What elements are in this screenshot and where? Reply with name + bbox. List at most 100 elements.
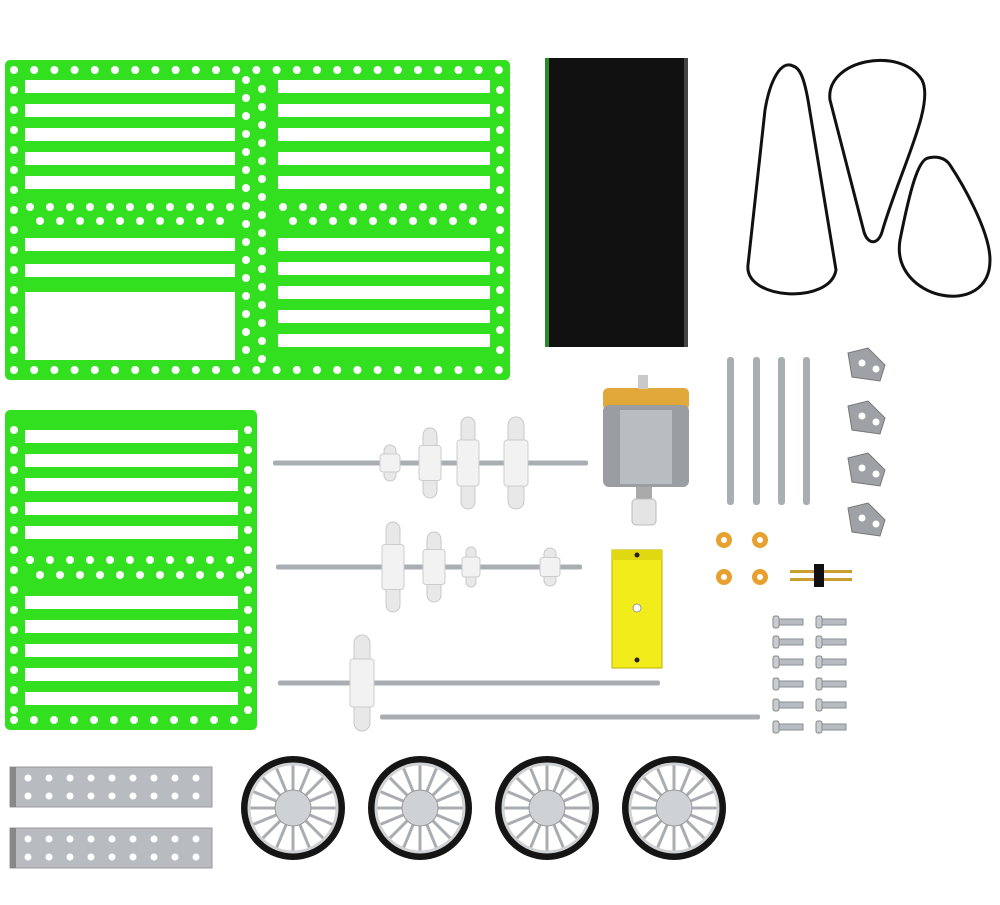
plate-hole <box>10 526 18 534</box>
plate-hole <box>494 66 503 74</box>
plate-hole <box>242 184 250 192</box>
plate-slot <box>278 104 490 117</box>
plate-hole <box>258 85 266 93</box>
screw-thread <box>778 723 804 731</box>
plate-hole <box>496 226 504 234</box>
plate-hole <box>10 716 18 724</box>
plate-hole <box>496 166 504 174</box>
plate-hole <box>10 586 18 594</box>
screw-head <box>772 698 780 712</box>
wheel-rim <box>247 762 339 854</box>
plate-hole <box>258 301 266 309</box>
plate-hole <box>226 203 234 211</box>
plate-hole <box>258 229 266 237</box>
plate-hole <box>116 217 124 225</box>
plate-hole <box>242 256 250 264</box>
angle-bracket <box>847 347 886 382</box>
plate-hole <box>146 203 154 211</box>
plate-slot <box>278 238 490 251</box>
plate-hole <box>494 366 503 374</box>
plate-hole <box>166 556 174 564</box>
wheel-spoke <box>557 818 580 841</box>
plate-hole <box>10 66 18 74</box>
plate-hole <box>86 556 94 564</box>
wheel-spoke <box>684 775 707 798</box>
plate-hole <box>333 66 342 74</box>
plate-hole <box>454 366 463 374</box>
plate-slot <box>278 176 490 189</box>
plate-hole <box>10 426 18 434</box>
plate-hole <box>496 306 504 314</box>
plate-hole <box>10 126 18 134</box>
plate-hole <box>242 220 250 228</box>
wheel-spoke <box>401 766 416 794</box>
plate-hole <box>319 203 327 211</box>
plate-hole <box>10 566 18 574</box>
plate-hole <box>10 546 18 554</box>
strip-edge <box>10 828 16 868</box>
plate-hole <box>106 556 114 564</box>
screw-thread <box>821 701 847 709</box>
strip-body <box>9 827 213 869</box>
bracket-body <box>847 347 886 382</box>
plate-hole <box>10 146 18 154</box>
plate-hole <box>216 571 224 579</box>
plate-hole <box>10 706 18 714</box>
metal-rod <box>727 357 734 505</box>
plate-slot <box>25 668 238 681</box>
plate-hole <box>279 203 287 211</box>
wheel-spoke <box>251 812 279 827</box>
plate-hole <box>206 556 214 564</box>
plate-hole <box>244 506 252 514</box>
plate-hole <box>479 203 487 211</box>
plate-hole <box>116 571 124 579</box>
plate-hole <box>111 66 119 74</box>
strip-hole <box>45 792 53 800</box>
screw <box>815 635 847 649</box>
plate-hole <box>272 366 281 374</box>
wheel-spoke <box>505 812 533 827</box>
axle-assembly <box>276 521 582 613</box>
plate-hole <box>258 175 266 183</box>
plate-hole <box>373 366 382 374</box>
strip-hole <box>87 774 95 782</box>
wheel-rim <box>374 762 466 854</box>
plate-hole <box>90 66 99 74</box>
bracket-body <box>847 400 886 435</box>
plate-hole <box>46 203 54 211</box>
plate-hole <box>258 355 266 363</box>
plate-hole <box>258 157 266 165</box>
plate-hole <box>212 66 220 74</box>
strip-edge <box>10 767 16 807</box>
plate-hole <box>96 571 104 579</box>
pulley-hub <box>539 557 561 577</box>
strip-hole <box>171 774 179 782</box>
wheel-spoke <box>505 789 533 804</box>
plate-hole <box>414 366 422 374</box>
green-perforated-plate-small <box>5 410 257 730</box>
wheel-spoke <box>303 775 326 798</box>
strip-hole <box>45 835 53 843</box>
wheel-spoke <box>551 766 566 794</box>
strip-hole <box>87 835 95 843</box>
strip-hole <box>108 774 116 782</box>
bracket-hole <box>872 470 880 478</box>
wheel-spoke <box>561 812 589 827</box>
wheel-spoke <box>641 818 664 841</box>
strip-hole <box>171 853 179 861</box>
plate-hole <box>258 103 266 111</box>
plate-slot <box>25 238 235 251</box>
plate-hole <box>30 716 38 724</box>
strip-hole <box>150 792 158 800</box>
plate-hole <box>50 366 59 374</box>
plate-hole <box>258 139 266 147</box>
wheel <box>622 756 726 860</box>
wheel-spoke <box>557 775 580 798</box>
plate-slot <box>25 596 238 609</box>
plate-hole <box>10 326 18 334</box>
screw-thread <box>778 680 804 688</box>
pulley-hub <box>418 445 442 481</box>
plate-hole <box>176 571 184 579</box>
plate-hole <box>244 626 252 634</box>
